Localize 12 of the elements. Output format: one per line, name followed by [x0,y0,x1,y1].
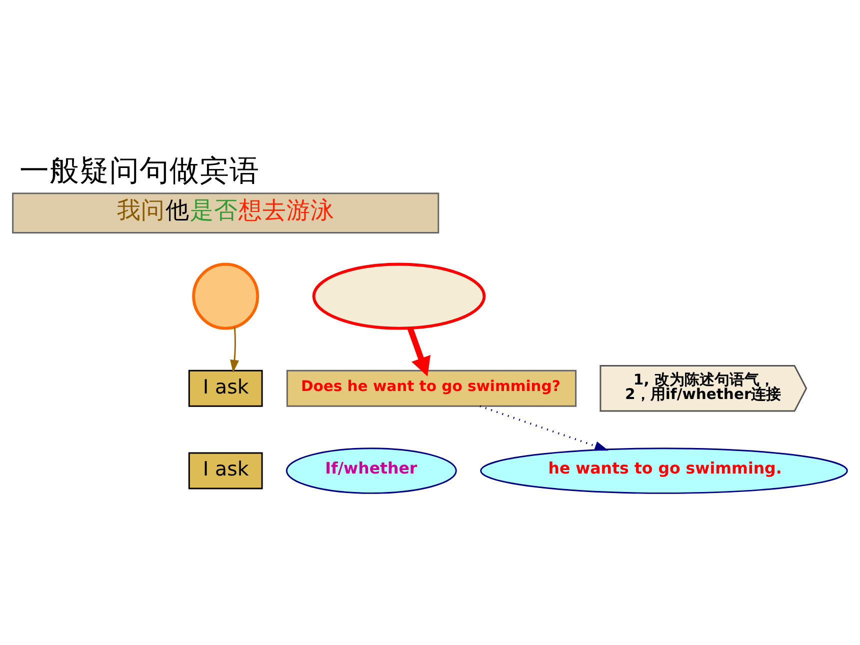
diagram-title: 一般疑问句做宾语 [19,153,260,188]
node-ellipse: If/whether [286,447,457,494]
node-box: Does he want to go swimming? [286,369,577,406]
arrow [480,404,609,450]
node-ellipse [312,262,486,330]
arrow [230,326,239,372]
arrow [407,326,430,376]
node-circle [192,262,260,330]
node-box: I ask [188,369,263,406]
node-ellipse: he wants to go swimming. [480,447,848,494]
node-box: 我问他是否想去游泳 [12,192,440,233]
node-box: I ask [188,452,263,489]
